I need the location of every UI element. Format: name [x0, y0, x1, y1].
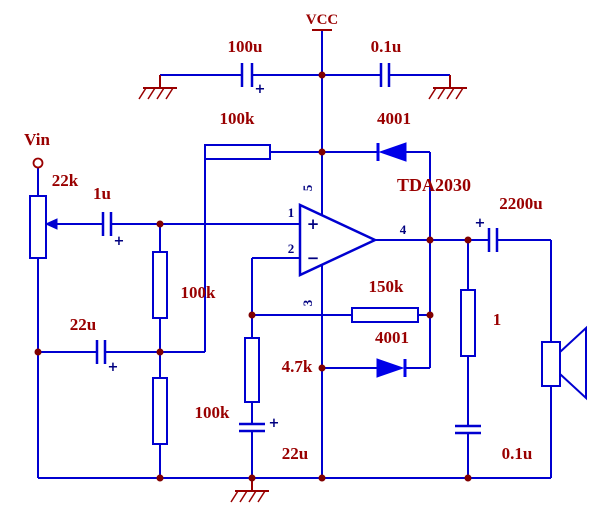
- polarity-plus: +: [269, 416, 280, 431]
- junction-dot: [248, 474, 256, 482]
- junction-dot: [464, 474, 472, 482]
- junction-dot: [156, 220, 164, 228]
- resistor-divider-upper: [152, 251, 168, 319]
- diode-d2: [376, 358, 407, 378]
- pin3-label: 3: [300, 299, 315, 306]
- label-bulk-cap: 100u: [228, 37, 263, 56]
- capacitor-zobel-01u: [455, 424, 481, 435]
- resistor-zobel-1ohm: [460, 289, 476, 357]
- pin1-label: 1: [288, 205, 295, 220]
- label-input-cap: 1u: [93, 184, 111, 203]
- junction-dot: [248, 311, 256, 319]
- label-diode2: 4001: [375, 328, 409, 347]
- label-diode1: 4001: [377, 109, 411, 128]
- label-output-cap: 2200u: [499, 194, 542, 213]
- ground-icon: [230, 478, 269, 503]
- capacitor-bypass-01u: [379, 63, 391, 87]
- pin5-label: 5: [300, 184, 315, 191]
- junction-dot: [156, 348, 164, 356]
- junction-dot: [318, 71, 326, 79]
- resistor-feedback-ground-47k: [244, 337, 260, 403]
- diode-d1: [376, 142, 407, 162]
- label-bypass-cap: 0.1u: [371, 37, 402, 56]
- opamp-inverting-sign: −: [307, 249, 320, 267]
- label-bias-feed: 100k: [220, 109, 256, 128]
- junction-dot: [426, 236, 434, 244]
- opamp-noninverting-sign: +: [307, 215, 320, 233]
- junction-dot: [318, 474, 326, 482]
- opamp-triangle: [298, 203, 378, 277]
- label-feedback-ground-resistor: 4.7k: [282, 357, 313, 376]
- junction-dot: [318, 364, 326, 372]
- label-zobel-resistor: 1: [493, 310, 502, 329]
- label-feedback-resistor: 150k: [369, 277, 405, 296]
- resistor-feedback-150k: [351, 307, 419, 323]
- vcc-label: VCC: [306, 12, 339, 28]
- pot-wiper-arrow-icon: [44, 218, 58, 230]
- capacitor-decouple-22u: +: [95, 340, 119, 375]
- vin-label: Vin: [24, 130, 50, 149]
- vin-terminal: [32, 157, 44, 169]
- resistor-bias-feed: [204, 144, 271, 160]
- ground-icon: [138, 75, 177, 100]
- label-volume-pot: 22k: [52, 171, 79, 190]
- label-decouple-cap: 22u: [70, 315, 96, 334]
- resistor-divider-lower: [152, 377, 168, 445]
- junction-dot: [34, 348, 42, 356]
- junction-dot: [318, 148, 326, 156]
- ic-name-label: TDA2030: [397, 175, 471, 195]
- pin2-label: 2: [288, 241, 295, 256]
- pin4-label: 4: [400, 222, 407, 237]
- label-divider-lower: 100k: [195, 403, 231, 422]
- capacitor-output-2200u: +: [475, 216, 499, 252]
- capacitor-input-1u: +: [101, 212, 125, 249]
- potentiometer-22k: [29, 195, 47, 259]
- polarity-plus: +: [255, 82, 266, 97]
- circuit-wires: [37, 30, 552, 479]
- junction-dot: [426, 311, 434, 319]
- junction-dot: [156, 474, 164, 482]
- speaker-icon: [541, 325, 587, 401]
- polarity-plus: +: [114, 234, 125, 249]
- label-divider-upper: 100k: [181, 283, 217, 302]
- capacitor-feedback-22u: +: [239, 416, 280, 433]
- junction-dot: [464, 236, 472, 244]
- ground-icon: [428, 75, 467, 100]
- polarity-plus: +: [475, 216, 486, 231]
- junction-dots: [34, 71, 472, 482]
- polarity-plus: +: [108, 360, 119, 375]
- capacitor-bulk-100u: +: [240, 63, 266, 97]
- label-zobel-cap: 0.1u: [502, 444, 533, 463]
- label-feedback-cap: 22u: [282, 444, 308, 463]
